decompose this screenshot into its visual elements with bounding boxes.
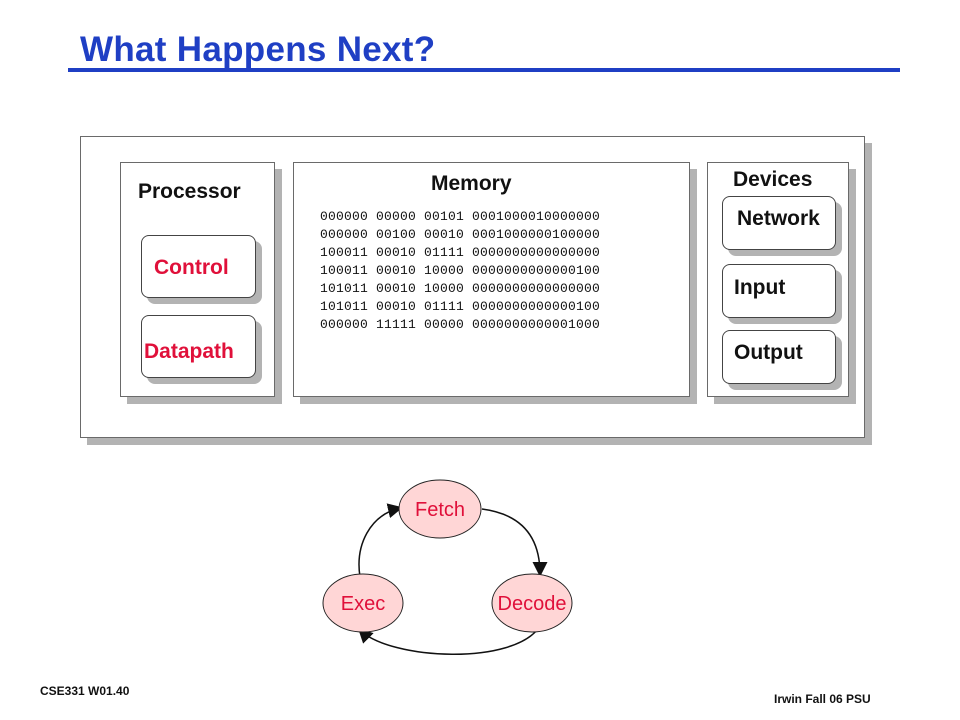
memory-line-2: 000000 00100 00010 0001000000100000 — [320, 227, 601, 242]
control-box — [141, 235, 256, 298]
memory-line-1: 000000 00000 00101 0001000010000000 — [320, 209, 601, 224]
memory-line-7: 000000 11111 00000 0000000000001000 — [320, 317, 601, 332]
datapath-box — [141, 315, 256, 378]
memory-line-4: 100011 00010 10000 0000000000000100 — [320, 263, 601, 278]
network-label: Network — [737, 207, 820, 230]
exec-label: Exec — [341, 593, 385, 615]
devices-label: Devices — [733, 168, 813, 191]
input-label: Input — [734, 276, 786, 299]
slide-title: What Happens Next? — [80, 30, 436, 69]
memory-line-5: 101011 00010 10000 0000000000000000 — [320, 281, 601, 296]
network-box — [722, 196, 836, 250]
arrow-fetch-to-decode — [481, 508, 548, 577]
fetch-node — [398, 479, 482, 539]
memory-line-3: 100011 00010 01111 0000000000000000 — [320, 245, 601, 260]
datapath-label: Datapath — [144, 340, 234, 363]
memory-line-6: 101011 00010 01111 0000000000000100 — [320, 299, 601, 314]
decode-label: Decode — [498, 593, 567, 615]
exec-node — [322, 573, 404, 633]
input-box — [722, 264, 836, 318]
decode-node — [491, 573, 573, 633]
fetch-label: Fetch — [415, 499, 465, 521]
output-box — [722, 330, 836, 384]
footer-right: Irwin Fall 06 PSU — [774, 692, 871, 706]
control-label: Control — [154, 256, 229, 279]
processor-label: Processor — [138, 180, 241, 203]
output-label: Output — [734, 341, 803, 364]
arrow-exec-to-fetch — [358, 503, 403, 578]
instruction-cycle-diagram: Fetch Decode Exec — [322, 479, 573, 655]
title-underline — [68, 68, 900, 72]
memory-label: Memory — [431, 172, 512, 195]
arrow-decode-to-exec — [357, 625, 541, 655]
footer-left: CSE331 W01.40 — [40, 684, 130, 698]
memory-box — [293, 162, 690, 397]
